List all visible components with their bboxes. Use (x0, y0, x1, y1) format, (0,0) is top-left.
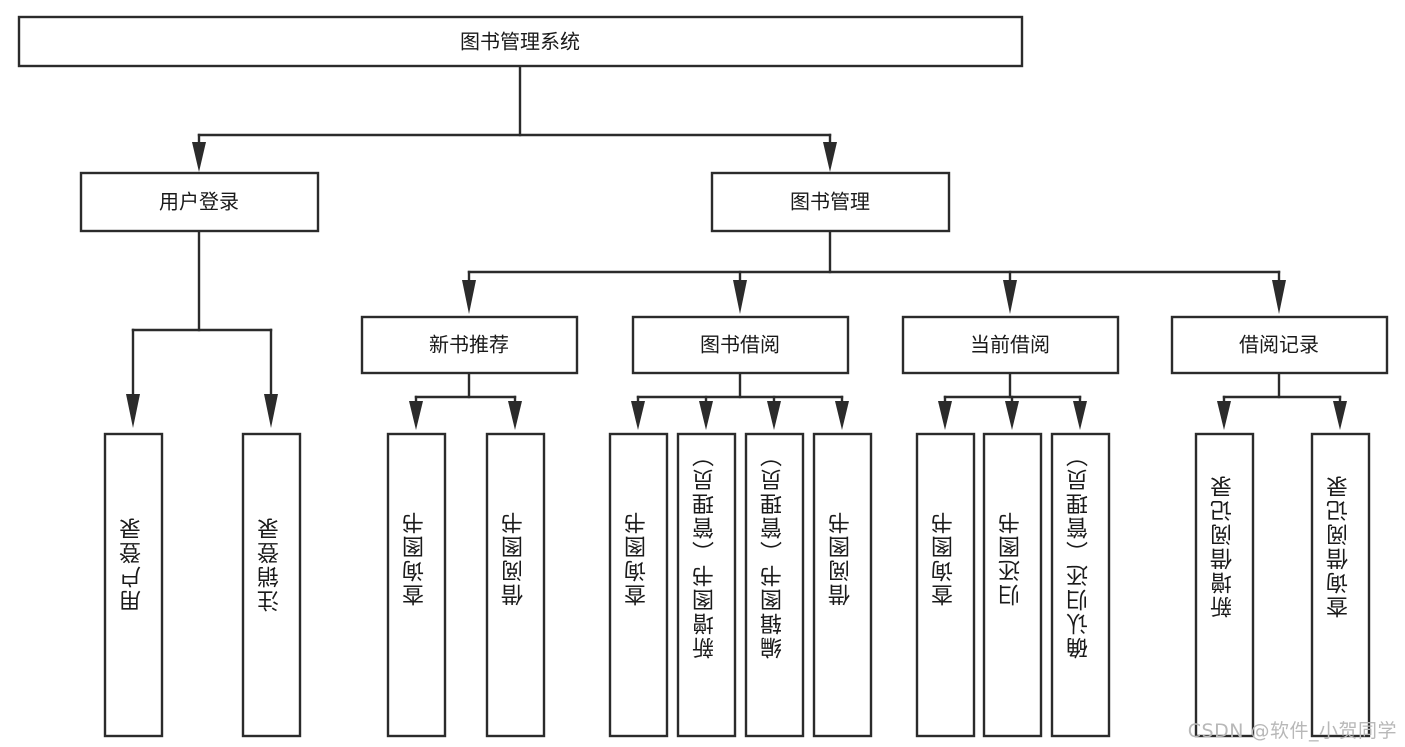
node-new-book-recommend-label: 新书推荐 (429, 333, 509, 357)
arrow-to-user-login (192, 142, 206, 172)
leaf-box-user-login-logout[interactable] (241, 432, 302, 738)
node-user-login-label: 用户登录 (159, 190, 239, 214)
node-root-book-management-system[interactable] (17, 15, 1024, 68)
node-book-management-label: 图书管理 (790, 190, 870, 214)
node-book-borrow-label: 图书借阅 (700, 333, 780, 357)
leaf-box-user-login-login[interactable] (103, 432, 164, 738)
arrow-currentborrow-leaf-1 (938, 401, 952, 430)
arrow-currentborrow-leaf-3 (1073, 401, 1087, 430)
node-root-label: 图书管理系统 (460, 30, 580, 54)
node-current-borrow-label: 当前借阅 (970, 333, 1050, 357)
leaf-box-borrowrecord-query[interactable] (1310, 432, 1371, 738)
watermark-text: CSDN @软件_小贺同学 (1187, 720, 1397, 742)
arrow-userlogin-leaf-1 (126, 394, 140, 428)
arrow-newbook-leaf-1 (409, 401, 423, 430)
leaf-box-currentborrow-confirm[interactable] (1050, 432, 1111, 738)
node-user-login[interactable] (79, 171, 320, 233)
arrow-newbook-leaf-2 (508, 401, 522, 430)
arrow-userlogin-leaf-2 (264, 394, 278, 428)
node-current-borrow[interactable] (901, 315, 1120, 375)
arrow-to-current-borrow (1003, 280, 1017, 314)
arrow-bookborrow-leaf-3 (767, 401, 781, 430)
leaf-box-bookborrow-query[interactable] (608, 432, 669, 738)
node-book-management[interactable] (710, 171, 951, 233)
arrow-to-book-borrow (733, 280, 747, 314)
node-book-borrow[interactable] (631, 315, 850, 375)
arrow-to-book-mgmt (823, 142, 837, 172)
leaf-box-bookborrow-add[interactable] (676, 432, 737, 738)
leaf-box-bookborrow-edit[interactable] (744, 432, 805, 738)
leaf-box-newbook-borrow[interactable] (485, 432, 546, 738)
connectors-group (126, 64, 1347, 430)
node-borrow-record-label: 借阅记录 (1239, 333, 1319, 357)
arrow-borrowrecord-leaf-2 (1333, 401, 1347, 430)
arrow-borrowrecord-leaf-1 (1217, 401, 1231, 430)
arrow-bookborrow-leaf-1 (631, 401, 645, 430)
node-new-book-recommend[interactable] (360, 315, 579, 375)
leaf-box-currentborrow-return[interactable] (982, 432, 1043, 738)
arrow-bookborrow-leaf-2 (699, 401, 713, 430)
arrow-to-new-book (462, 280, 476, 314)
arrow-currentborrow-leaf-2 (1005, 401, 1019, 430)
arrow-to-borrow-record (1272, 280, 1286, 314)
leaf-box-currentborrow-query[interactable] (915, 432, 976, 738)
leaf-box-bookborrow-borrow[interactable] (812, 432, 873, 738)
arrow-bookborrow-leaf-4 (835, 401, 849, 430)
node-borrow-record[interactable] (1170, 315, 1389, 375)
leaf-box-newbook-query[interactable] (386, 432, 447, 738)
leaf-box-borrowrecord-add[interactable] (1194, 432, 1255, 738)
